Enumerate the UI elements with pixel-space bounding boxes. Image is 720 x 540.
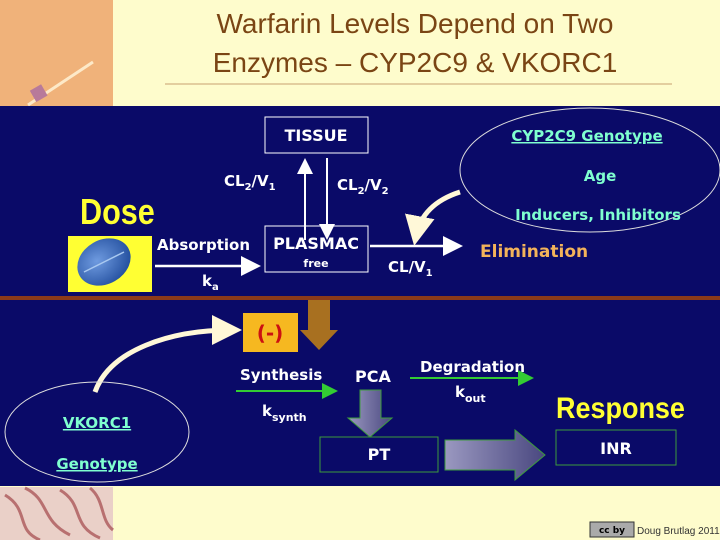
inducers-inhibitors-label: Inducers, Inhibitors (515, 206, 681, 224)
plasma-label: PLASMAC (273, 234, 359, 253)
absorption-label: Absorption (157, 236, 250, 254)
decoration-square (29, 84, 48, 103)
dose-label: Dose (80, 193, 155, 233)
pt-to-inr-arrow (444, 428, 546, 482)
free-label: free (303, 257, 328, 270)
age-label: Age (584, 167, 617, 185)
cyp2c9-effect-arrow (405, 189, 461, 246)
footer-decoration-image (0, 486, 115, 540)
cl2-v1-label: CL2/V1 (224, 172, 276, 193)
elimination-label: Elimination (480, 242, 588, 262)
vkorc1-label: VKORC1 (63, 414, 131, 432)
pca-label: PCA (355, 367, 391, 386)
pt-box (319, 436, 439, 473)
corner-decoration (0, 0, 113, 106)
title-line-2: Enzymes – CYP2C9 & VKORC1 (213, 47, 618, 78)
pca-to-pt-arrow (346, 389, 394, 438)
kout-label: kout (455, 383, 486, 405)
inhibition-box (243, 313, 298, 352)
degradation-label: Degradation (420, 358, 525, 376)
ksynth-label: ksynth (262, 402, 307, 424)
pt-label: PT (368, 445, 391, 464)
vkorc1-genotype-label: Genotype (56, 455, 137, 473)
plasma-box (264, 225, 369, 273)
cc-license-badge: cc by (589, 521, 635, 538)
pill-score-line (83, 251, 125, 273)
cc-license-label: cc by (599, 526, 625, 536)
inr-label: INR (600, 439, 632, 458)
tissue-box (264, 116, 369, 154)
vkorc1-effect-arrow (92, 315, 242, 393)
inhibition-label: (-) (257, 321, 284, 345)
tissue-label: TISSUE (284, 126, 347, 145)
cl2-v2-label: CL2/V2 (337, 176, 389, 197)
response-label: Response (556, 392, 685, 426)
cl-v1-label: CL/V1 (388, 258, 433, 279)
vkorc1-ellipse (4, 381, 190, 483)
cyp2c9-genotype-label: CYP2C9 Genotype (511, 127, 662, 145)
footer-credit: Doug Brutlag 2011 (637, 526, 720, 537)
ka-label: ka (202, 272, 219, 293)
inr-box (555, 429, 677, 466)
title-line-1: Warfarin Levels Depend on Two (217, 8, 614, 39)
synthesis-label: Synthesis (240, 366, 322, 384)
panel-divider (0, 296, 720, 300)
cyp2c9-factors-ellipse (459, 107, 720, 233)
inhibition-arrow (300, 300, 338, 350)
